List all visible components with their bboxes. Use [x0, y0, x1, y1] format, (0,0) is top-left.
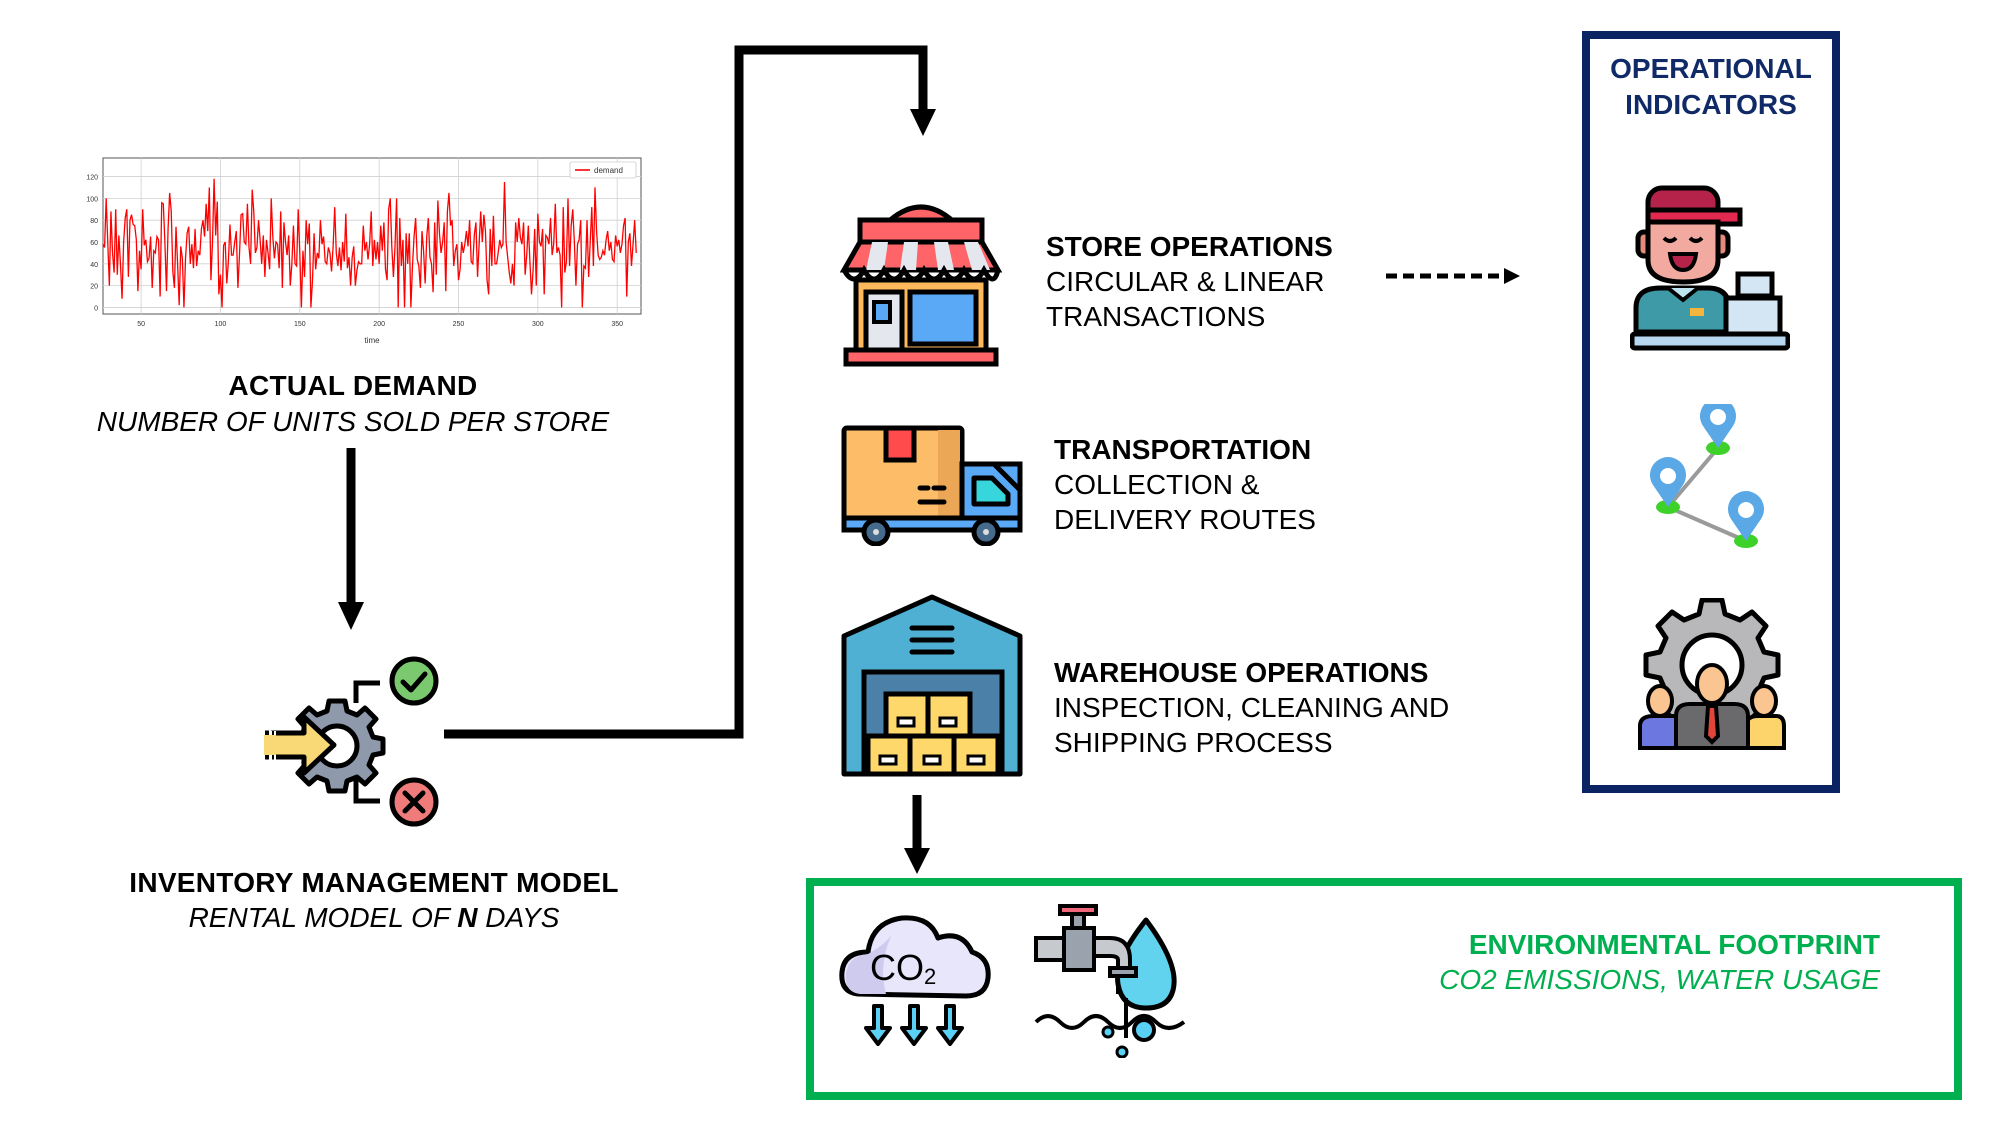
model-subtitle-prefix: RENTAL MODEL OF: [188, 902, 458, 933]
warehouse-operations-text: WAREHOUSE OPERATIONS INSPECTION, CLEANIN…: [1054, 655, 1449, 760]
transportation-line: COLLECTION &: [1054, 469, 1260, 500]
gear-decision-icon: [262, 656, 439, 827]
store-operations-title: STORE OPERATIONS: [1046, 231, 1333, 262]
operational-indicators-panel: OPERATIONAL INDICATORS: [1582, 31, 1840, 793]
environmental-footprint-title: ENVIRONMENTAL FOOTPRINT: [1468, 929, 1880, 960]
environmental-footprint-text: ENVIRONMENTAL FOOTPRINT CO2 EMISSIONS, W…: [1439, 927, 1880, 997]
arrow-warehouse-to-environment: [904, 795, 930, 874]
chart-x-tick-label: 100: [215, 321, 227, 328]
environmental-footprint-subtitle: CO2 EMISSIONS, WATER USAGE: [1439, 964, 1880, 995]
chart-legend-label: demand: [594, 166, 623, 175]
demand-title: ACTUAL DEMAND: [228, 370, 478, 401]
chart-y-tick-label: 0: [94, 305, 98, 312]
store-operations-text: STORE OPERATIONS CIRCULAR & LINEAR TRANS…: [1046, 229, 1333, 334]
chart-y-tick-label: 100: [86, 196, 98, 203]
delivery-truck-icon: [841, 425, 1023, 546]
store-icon: [840, 204, 1002, 367]
environmental-footprint-panel: [806, 878, 1962, 1100]
warehouse-operations-line: INSPECTION, CLEANING AND: [1054, 692, 1450, 723]
model-subtitle-suffix: DAYS: [477, 902, 560, 933]
model-subtitle-n: N: [457, 902, 478, 933]
operational-indicators-title-line: INDICATORS: [1625, 89, 1797, 120]
store-operations-line: TRANSACTIONS: [1046, 301, 1266, 332]
warehouse-operations-title: WAREHOUSE OPERATIONS: [1054, 657, 1429, 688]
chart-x-tick-label: 300: [532, 321, 544, 328]
arrow-store-to-indicators: [1386, 268, 1520, 284]
arrow-demand-to-model: [338, 448, 364, 630]
chart-y-tick-label: 80: [90, 218, 98, 225]
check-icon: [389, 656, 439, 706]
route-pins-icon: [1650, 404, 1764, 548]
chart-y-tick-label: 40: [90, 262, 98, 269]
chart-x-tick-label: 350: [611, 321, 623, 328]
arrow-model-to-operations: [444, 45, 936, 739]
model-subtitle: RENTAL MODEL OF N DAYS: [189, 902, 560, 934]
operational-indicators-title-line: OPERATIONAL: [1610, 53, 1812, 84]
chart-x-tick-label: 200: [373, 321, 385, 328]
transportation-text: TRANSPORTATION COLLECTION & DELIVERY ROU…: [1054, 432, 1316, 537]
chart-y-tick-label: 60: [90, 240, 98, 247]
co2-cloud-icon: CO2: [839, 915, 991, 1046]
cashier-icon: [1630, 185, 1790, 351]
warehouse-operations-line: SHIPPING PROCESS: [1054, 727, 1333, 758]
chart-y-tick-label: 120: [86, 175, 98, 182]
transportation-title: TRANSPORTATION: [1054, 434, 1312, 465]
operational-indicators-title: OPERATIONAL INDICATORS: [1590, 51, 1832, 123]
store-operations-line: CIRCULAR & LINEAR: [1046, 266, 1325, 297]
input-arrow-icon: [262, 714, 337, 776]
chart-y-tick-label: 20: [90, 284, 98, 291]
chart-y-axis: 0 20 40 60 80 100 120: [86, 175, 98, 313]
chart-legend: demand: [569, 161, 637, 179]
chart-x-axis: 50 100 150 200 250 300 350: [137, 321, 623, 328]
demand-chart: 0 20 40 60 80 100 120 50 100 150 200 250 300 350 dem…: [86, 157, 642, 345]
model-title: INVENTORY MANAGEMENT MODEL: [129, 867, 619, 898]
chart-x-tick-label: 50: [137, 321, 145, 328]
transportation-line: DELIVERY ROUTES: [1054, 504, 1316, 535]
team-gear-icon: [1638, 598, 1786, 750]
demand-subtitle: NUMBER OF UNITS SOLD PER STORE: [96, 406, 610, 437]
warehouse-icon: [841, 594, 1023, 777]
chart-x-label: time: [364, 336, 380, 345]
water-tap-icon: [1034, 904, 1186, 1058]
chart-x-tick-label: 150: [294, 321, 306, 328]
x-icon: [389, 777, 439, 827]
chart-series-demand: [102, 178, 637, 308]
co2-label: CO2: [870, 947, 936, 989]
chart-x-tick-label: 250: [453, 321, 465, 328]
